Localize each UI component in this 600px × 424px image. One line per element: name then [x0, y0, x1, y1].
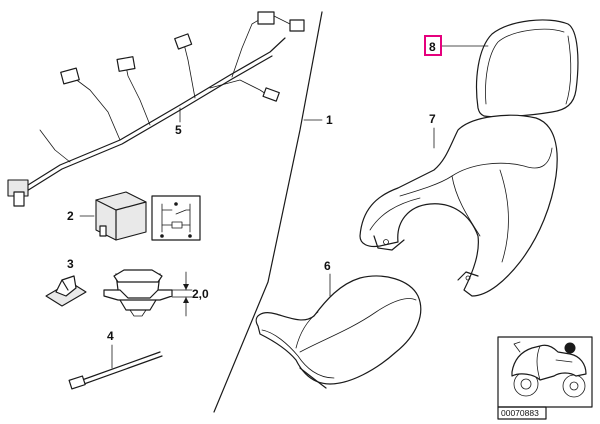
passenger-seat — [255, 275, 422, 389]
callout-5: 5 — [175, 123, 182, 137]
wiring-harness — [7, 11, 305, 207]
callout-3: 3 — [67, 257, 74, 271]
callout-6: 6 — [324, 259, 331, 273]
clip — [45, 275, 87, 307]
main-seat — [359, 114, 558, 297]
callout-8-highlight-box — [424, 35, 442, 56]
callout-4: 4 — [107, 329, 114, 343]
cable-tie — [68, 351, 163, 390]
relay-schematic — [151, 195, 201, 241]
motorcycle-icon — [511, 341, 587, 398]
dimension-marker — [171, 271, 193, 317]
backrest-pad — [475, 19, 579, 118]
section-divider-line — [213, 11, 323, 413]
callout-7: 7 — [429, 112, 436, 126]
relay — [95, 191, 147, 241]
dimension-label: 2,0 — [192, 287, 209, 301]
callout-8: 8 — [429, 40, 436, 54]
callout-2: 2 — [67, 209, 74, 223]
stock-number: 00070883 — [501, 408, 539, 418]
motorcycle-thumbnail: 00070883 — [497, 336, 593, 420]
rivet-fastener — [103, 269, 173, 317]
callout-1: 1 — [326, 113, 333, 127]
